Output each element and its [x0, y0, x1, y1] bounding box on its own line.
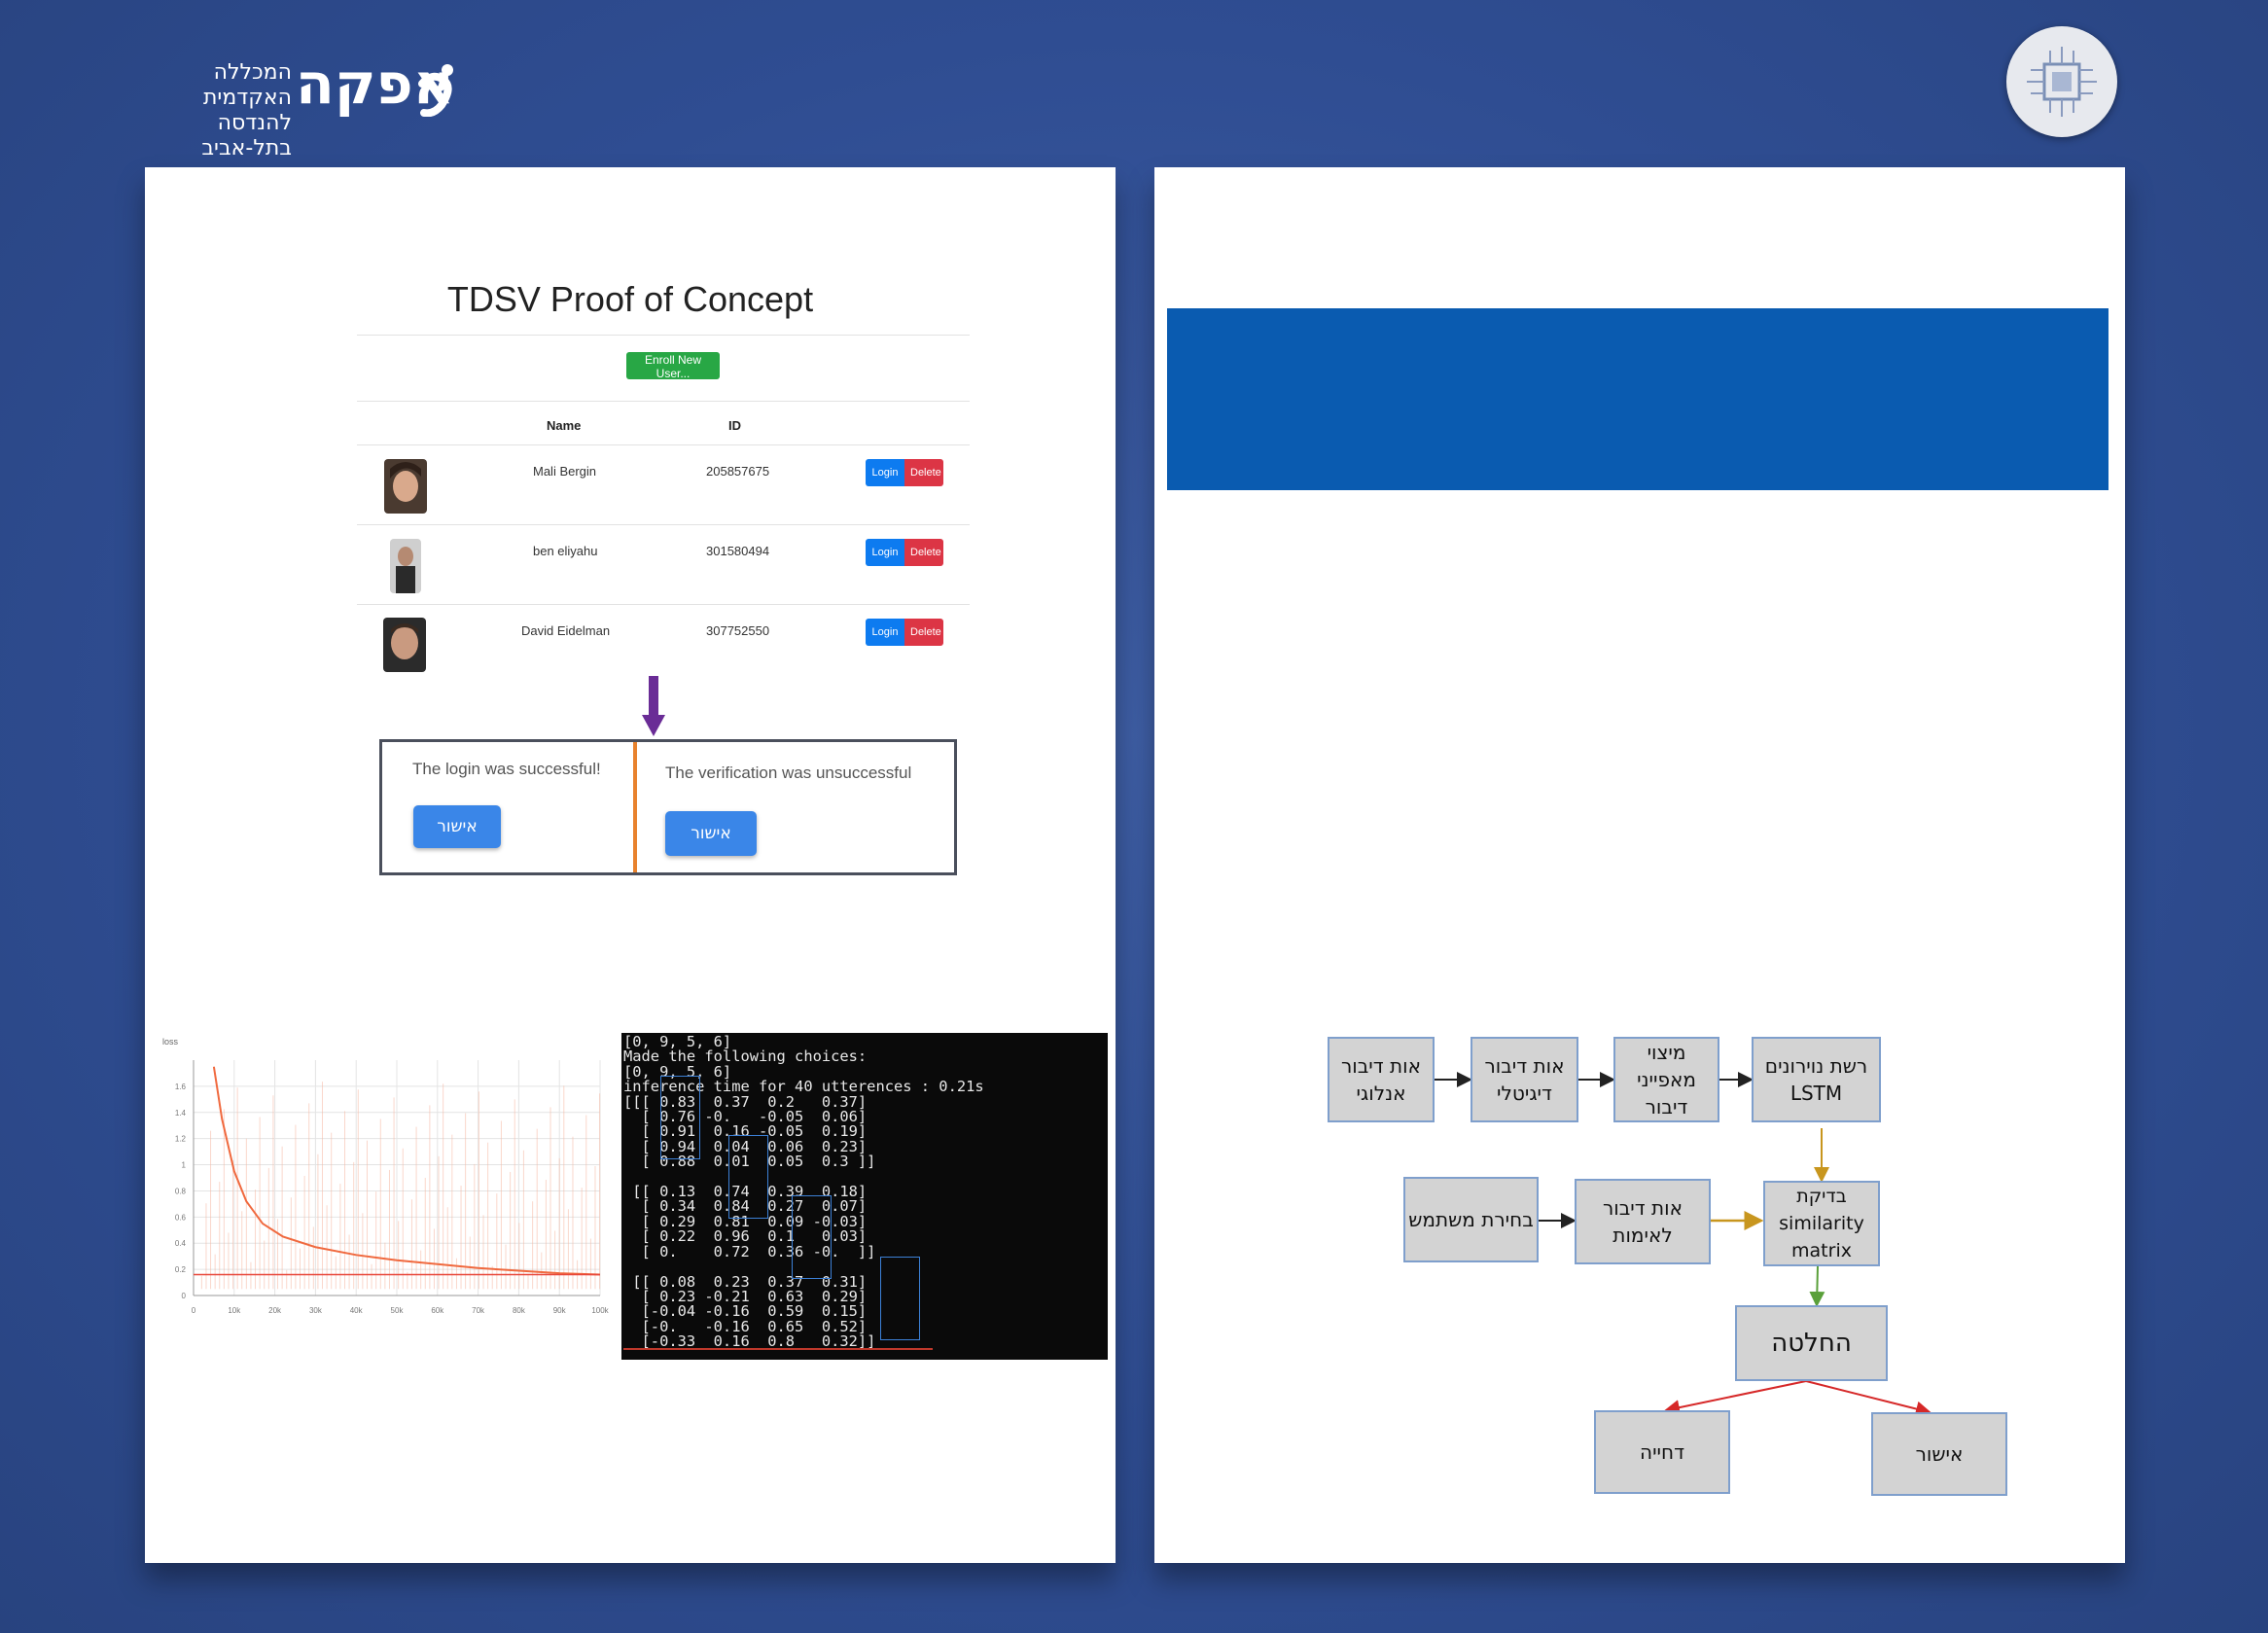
x-tick-label: 90k	[553, 1306, 567, 1315]
select-user-box: בחירת משתמש	[1403, 1177, 1539, 1262]
confirm-button[interactable]: אישור	[413, 805, 501, 848]
delete-button[interactable]: Delete	[904, 459, 943, 486]
highlight-box	[792, 1195, 832, 1279]
logo-line-1: המכללה האקדמית	[202, 60, 292, 110]
user-id: 307752550	[706, 623, 770, 638]
app-title: TDSV Proof of Concept	[446, 279, 814, 319]
college-logo: המכללה האקדמית להנדסה בתל-אביב אפקה	[144, 51, 465, 160]
decision-box: החלטה	[1735, 1305, 1888, 1381]
divider	[357, 604, 970, 605]
flow-connectors	[1435, 1072, 1931, 1417]
logo-line-2: להנדסה בתל-אביב	[201, 111, 292, 160]
dialog-separator	[633, 742, 637, 872]
x-tick-label: 70k	[472, 1306, 485, 1315]
x-tick-label: 30k	[309, 1306, 323, 1315]
y-tick-label: 1.2	[175, 1135, 187, 1144]
divider	[357, 444, 970, 445]
avatar	[383, 618, 426, 672]
down-arrow-icon	[642, 676, 665, 736]
y-tick-label: 0.4	[175, 1239, 187, 1248]
x-tick-label: 40k	[350, 1306, 364, 1315]
user-id: 301580494	[706, 544, 770, 558]
y-tick-label: 0.8	[175, 1187, 187, 1195]
x-tick-label: 50k	[391, 1306, 405, 1315]
similarity-matrix-box: בדיקת similarity matrix	[1763, 1181, 1880, 1266]
login-button[interactable]: Login	[866, 619, 904, 646]
login-button[interactable]: Login	[866, 539, 904, 566]
result-dialogs: The login was successful! אישור The veri…	[379, 739, 957, 875]
x-tick-label: 100k	[591, 1306, 609, 1315]
x-tick-label: 60k	[431, 1306, 444, 1315]
user-name: ben eliyahu	[533, 544, 598, 558]
delete-button[interactable]: Delete	[904, 619, 943, 646]
accept-box: אישור	[1871, 1412, 2007, 1496]
login-success-message: The login was successful!	[412, 760, 601, 778]
user-id: 205857675	[706, 464, 770, 479]
x-tick-label: 20k	[268, 1306, 282, 1315]
divider	[357, 335, 970, 336]
y-tick-label: 0.6	[175, 1213, 187, 1222]
y-axis-label: loss	[162, 1037, 179, 1047]
terminal-text: [0, 9, 5, 6] Made the following choices:…	[623, 1033, 984, 1351]
logo-mark-icon	[418, 64, 453, 117]
highlight-box	[728, 1135, 768, 1219]
feature-extraction-box: מיצוי מאפייני דיבור	[1613, 1037, 1719, 1122]
verification-fail-message: The verification was unsuccessful	[665, 763, 912, 782]
highlight-box	[660, 1076, 700, 1159]
analog-signal-box: אות דיבור אנלוגי	[1328, 1037, 1435, 1122]
confirm-button[interactable]: אישור	[665, 811, 757, 856]
delete-button[interactable]: Delete	[904, 539, 943, 566]
y-tick-label: 1.4	[175, 1109, 187, 1118]
y-tick-label: 1.6	[175, 1083, 187, 1091]
logo-name: אפקה	[296, 51, 454, 117]
eer-underline	[623, 1348, 933, 1350]
reject-box: דחייה	[1594, 1410, 1730, 1494]
user-name: Mali Bergin	[533, 464, 597, 479]
y-tick-label: 1	[182, 1161, 187, 1170]
y-tick-label: 0	[182, 1292, 187, 1300]
divider	[357, 524, 970, 525]
loss-chart: loss 0 0.2 0.4 0.6 0.8 1 1.2 1.4 1.6 0 10k 20k 30k 40k…	[162, 1037, 610, 1315]
y-tick-label: 0.2	[175, 1265, 187, 1274]
digital-signal-box: אות דיבור דיגיטלי	[1471, 1037, 1578, 1122]
divider	[357, 401, 970, 402]
highlight-box	[880, 1257, 920, 1340]
terminal-output: [0, 9, 5, 6] Made the following choices:…	[621, 1033, 1108, 1360]
x-tick-label: 10k	[228, 1306, 241, 1315]
chip-icon	[2006, 26, 2117, 137]
column-header-id: ID	[728, 418, 741, 433]
enroll-new-user-button[interactable]: Enroll New User...	[626, 352, 720, 380]
right-slide-panel: אות דיבור אנלוגי אות דיבור דיגיטלי מיצוי…	[1154, 167, 2125, 1563]
avatar	[390, 539, 421, 593]
loss-series-line	[212, 1066, 601, 1276]
verification-signal-box: אות דיבור לאימות	[1575, 1179, 1711, 1264]
left-slide-panel: TDSV Proof of Concept Enroll New User...…	[145, 167, 1116, 1563]
login-button[interactable]: Login	[866, 459, 904, 486]
user-name: David Eidelman	[521, 623, 611, 638]
x-tick-label: 0	[192, 1306, 196, 1315]
title-band	[1167, 308, 2109, 490]
column-header-name: Name	[547, 418, 582, 433]
lstm-network-box: רשת נוירונים LSTM	[1752, 1037, 1881, 1122]
avatar	[384, 459, 427, 514]
logo-subtitle: המכללה האקדמית להנדסה בתל-אביב	[144, 60, 292, 161]
x-tick-label: 80k	[513, 1306, 526, 1315]
